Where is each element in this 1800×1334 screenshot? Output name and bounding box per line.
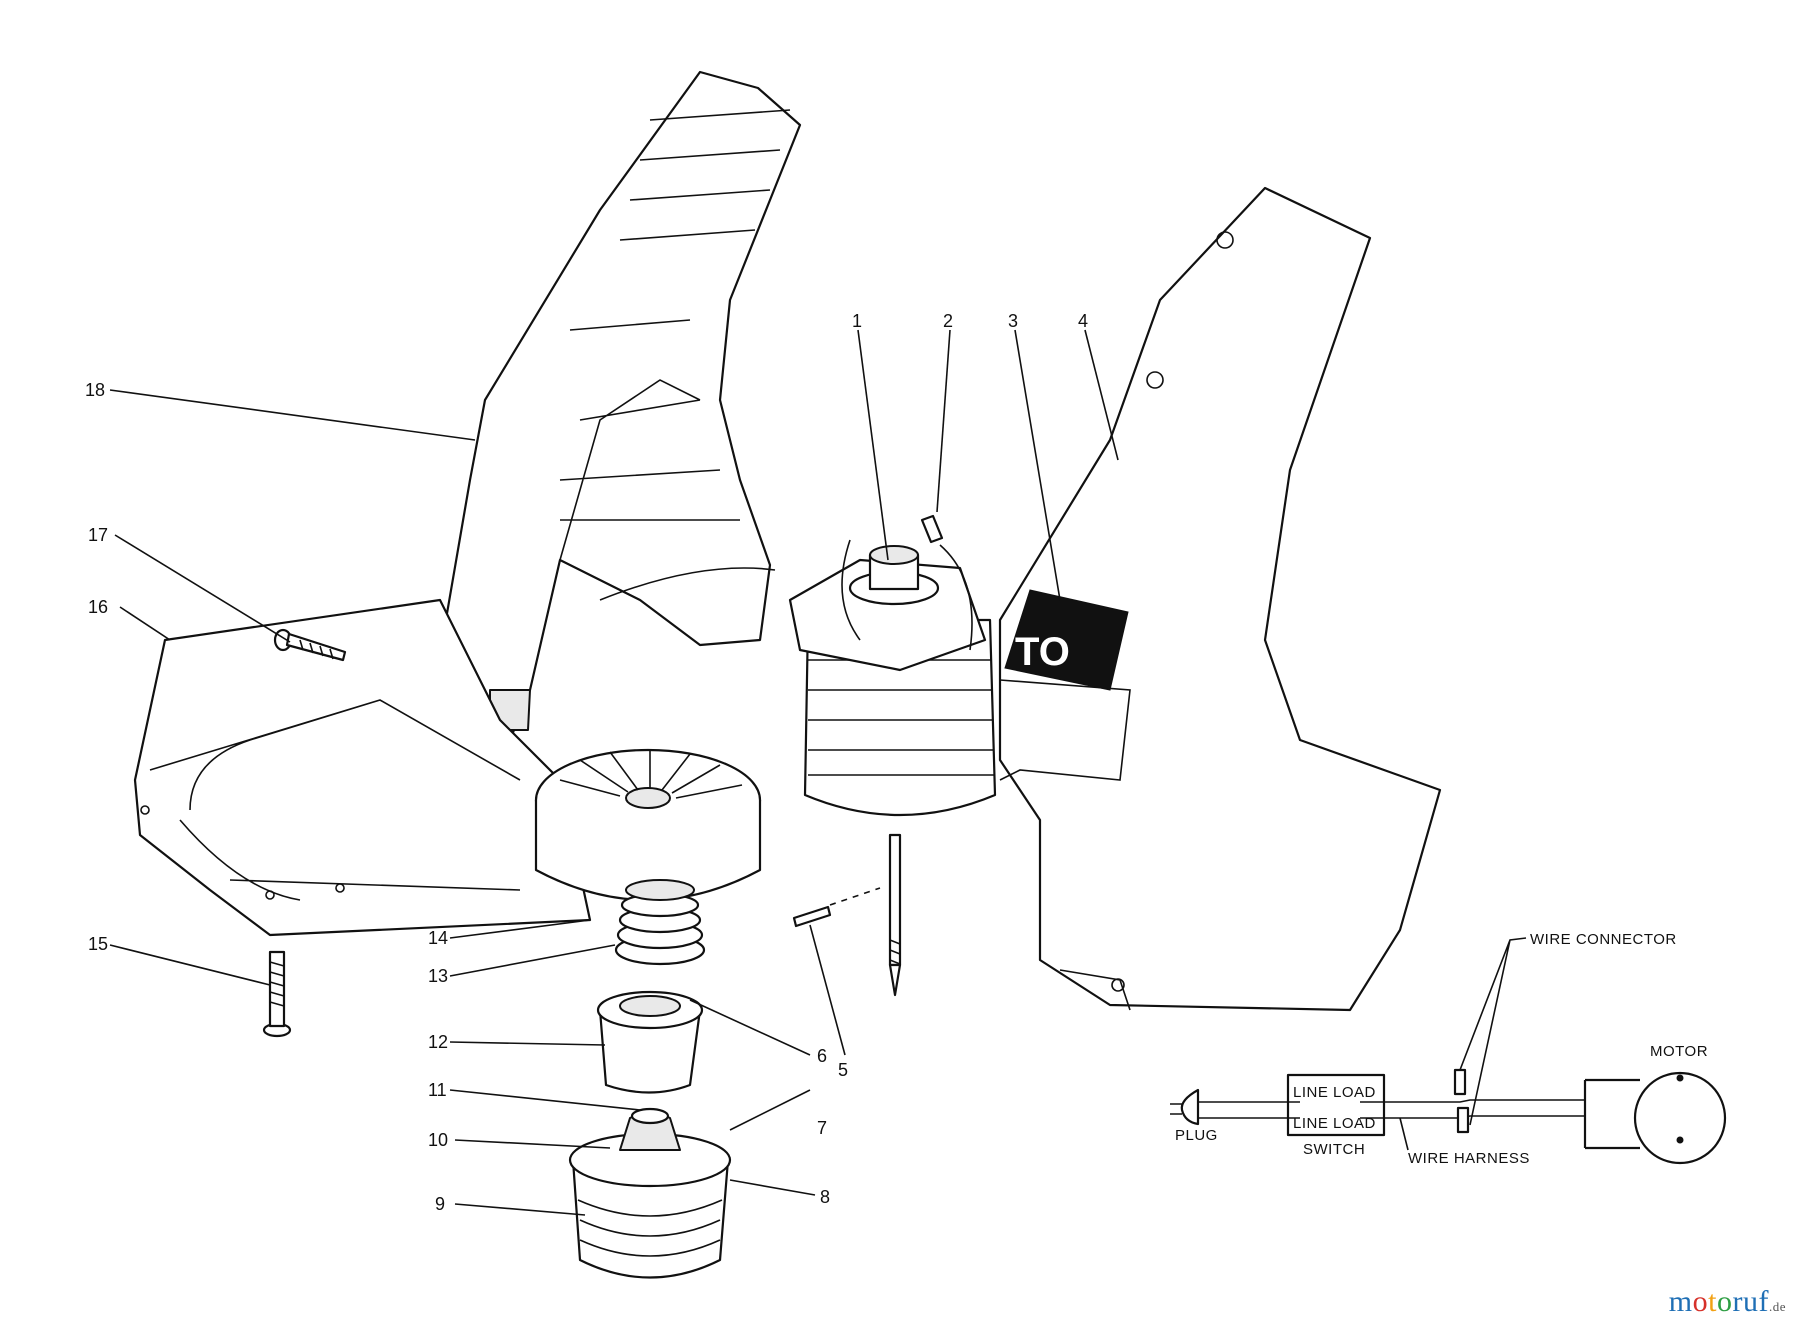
callout-10: 10 bbox=[428, 1130, 448, 1150]
motor-lead-right bbox=[939, 544, 973, 651]
plug-symbol bbox=[1180, 1088, 1200, 1126]
part-12-hub bbox=[596, 990, 704, 1094]
callout-9: 9 bbox=[435, 1194, 445, 1214]
callout-17: 17 bbox=[88, 525, 108, 545]
callout-18: 18 bbox=[85, 380, 105, 400]
callout-6: 6 bbox=[817, 1046, 827, 1066]
watermark-logo: motoruf.de bbox=[1668, 1285, 1786, 1318]
callout-1: 1 bbox=[852, 311, 862, 331]
callout-3: 3 bbox=[1008, 311, 1018, 331]
callout-2: 2 bbox=[943, 311, 953, 331]
callout-8: 8 bbox=[820, 1187, 830, 1207]
callout-16: 16 bbox=[88, 597, 108, 617]
part-18-housing-half bbox=[428, 70, 802, 742]
callout-15: 15 bbox=[88, 934, 108, 954]
toro-logo-text: TO bbox=[1015, 630, 1070, 674]
wire-harness-label: WIRE HARNESS bbox=[1408, 1150, 1530, 1167]
line-load-label-2: LINE LOAD bbox=[1293, 1115, 1376, 1132]
callout-leaders bbox=[109, 329, 1119, 1216]
part-3-decal: TO bbox=[1004, 589, 1129, 691]
callout-12: 12 bbox=[428, 1032, 448, 1052]
part-15-screw bbox=[262, 950, 292, 1038]
switch-box bbox=[1286, 1073, 1386, 1137]
switch-label: SWITCH bbox=[1303, 1141, 1365, 1158]
callout-5: 5 bbox=[838, 1060, 848, 1080]
callout-14: 14 bbox=[428, 928, 448, 948]
callout-11: 11 bbox=[428, 1080, 447, 1100]
part-16-guard bbox=[133, 598, 592, 937]
callout-4: 4 bbox=[1078, 311, 1088, 331]
part-2-pin bbox=[920, 514, 944, 544]
part-13-spring bbox=[614, 879, 706, 966]
callout-7: 7 bbox=[817, 1118, 827, 1138]
line-load-label-1: LINE LOAD bbox=[1293, 1084, 1376, 1101]
motor-lead-left bbox=[841, 539, 861, 641]
motor-symbol bbox=[1633, 1071, 1727, 1165]
callout-13: 13 bbox=[428, 966, 448, 986]
part-5-pin bbox=[792, 887, 881, 928]
plug-label: PLUG bbox=[1175, 1127, 1218, 1144]
part-4-housing-half bbox=[998, 186, 1442, 1012]
part-14-fan bbox=[534, 748, 762, 902]
part-9-spool bbox=[568, 1107, 732, 1279]
part-1-motor bbox=[788, 545, 997, 997]
callout-numbers: 1 2 3 4 5 6 7 8 9 10 11 12 13 14 15 16 1… bbox=[85, 311, 1088, 1214]
wire-connector-label: WIRE CONNECTOR bbox=[1530, 931, 1677, 948]
motor-label: MOTOR bbox=[1650, 1043, 1708, 1060]
wiring-diagram: WIRE CONNECTOR MOTOR PLUG LINE LOAD LINE… bbox=[1170, 931, 1727, 1167]
